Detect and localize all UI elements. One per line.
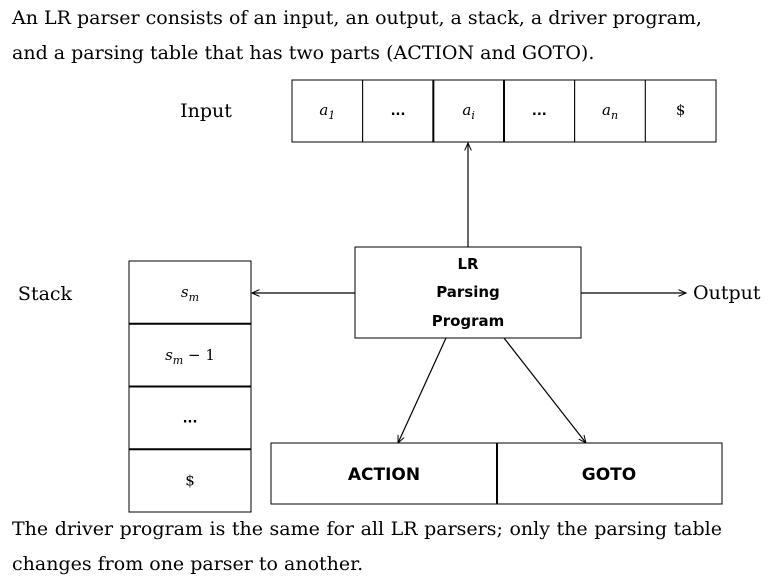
input-cell	[644, 79, 717, 143]
input-cell	[291, 79, 364, 143]
input-cell	[503, 79, 576, 143]
cell-text: sm − 1	[165, 346, 215, 367]
stack-cell	[128, 448, 252, 513]
stack-cell	[128, 260, 252, 325]
driver-program-box	[354, 246, 582, 339]
action-label: ACTION	[348, 465, 420, 485]
stack: sm sm − 1... $	[128, 260, 252, 513]
cell-text: ...	[183, 412, 198, 427]
input-label: Input	[180, 100, 232, 122]
input-cell	[432, 79, 505, 143]
goto-label: GOTO	[582, 465, 636, 485]
cell-text: ...	[532, 104, 547, 119]
action-box	[270, 442, 498, 505]
cell-text: a1	[319, 101, 335, 122]
output-label: Output	[693, 282, 761, 304]
input-cell	[362, 79, 434, 143]
goto-arrow	[503, 337, 586, 443]
stack-label: Stack	[18, 283, 73, 305]
intro-paragraph: An LR parser consists of an input, an ou…	[12, 7, 702, 64]
cell-text: $	[185, 471, 195, 489]
input-tape: a1... ai... an $	[291, 79, 717, 143]
stack-cell	[128, 323, 252, 387]
cell-text: sm	[181, 283, 199, 304]
outro-paragraph: The driver program is the same for all L…	[12, 518, 722, 575]
stack-cell	[128, 386, 252, 450]
input-cell	[574, 79, 646, 143]
cell-text: ai	[462, 101, 474, 122]
driver-line-2: Parsing	[436, 283, 500, 301]
cell-text: $	[676, 101, 686, 119]
goto-box	[496, 442, 723, 505]
driver-line-3: Program	[432, 312, 505, 330]
cell-text: an	[602, 101, 618, 122]
cell-text: ...	[391, 104, 406, 119]
action-arrow	[397, 337, 447, 443]
driver-line-1: LR	[457, 255, 479, 273]
